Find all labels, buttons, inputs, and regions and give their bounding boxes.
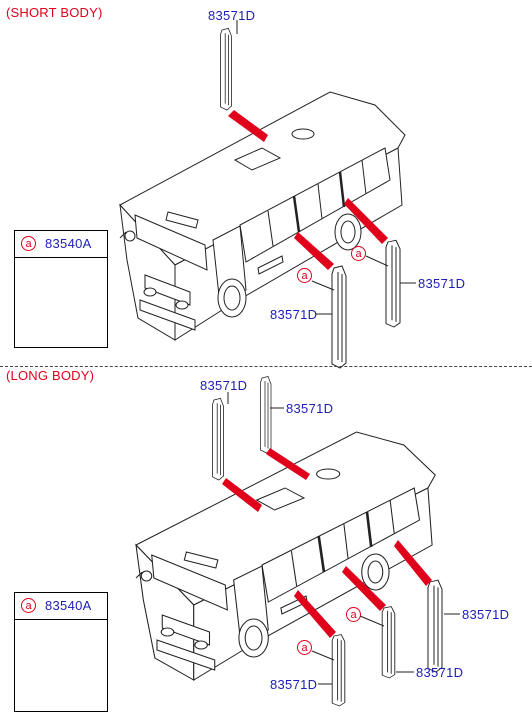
long-marker-left: a [297, 640, 312, 655]
short-marker-left: a [297, 268, 312, 283]
short-pillar-top [219, 27, 233, 111]
long-callout-2: 83571D [286, 401, 334, 416]
long-body-title: (LONG BODY) [6, 368, 95, 383]
long-pillar-5 [427, 579, 443, 673]
long-callout-3: 83571D [270, 677, 318, 692]
short-marker-right: a [351, 246, 366, 261]
short-legend-marker: a [21, 236, 36, 251]
long-legend-marker: a [21, 598, 36, 613]
long-pillar-1 [211, 397, 225, 481]
long-legend-part-no: 83540A [45, 598, 92, 613]
short-pillar-left [331, 265, 347, 369]
section-divider [0, 366, 532, 367]
long-marker-right: a [346, 607, 361, 622]
short-leader-top [228, 110, 268, 142]
long-callout-1: 83571D [200, 378, 248, 393]
long-callout-4: 83571D [416, 665, 464, 680]
short-pillar-right [385, 239, 401, 328]
short-leader-left [294, 232, 334, 270]
short-callout-top: 83571D [208, 8, 256, 23]
short-callout-right: 83571D [418, 276, 466, 291]
long-pillar-2 [260, 376, 272, 454]
long-leader-1 [222, 478, 262, 512]
short-legend-header: a 83540A [15, 231, 107, 258]
long-callout-5: 83571D [462, 607, 510, 622]
long-legend-header: a 83540A [15, 593, 107, 620]
long-leader-5 [394, 540, 432, 586]
short-leader-right [344, 198, 388, 244]
long-leader-4 [342, 566, 386, 611]
long-pillar-3 [331, 634, 346, 707]
long-pillar-4 [381, 606, 396, 679]
short-callout-left: 83571D [270, 307, 318, 322]
short-body-title: (SHORT BODY) [6, 5, 103, 20]
long-leader-3 [294, 590, 336, 638]
short-legend-part-no: 83540A [45, 236, 92, 251]
short-legend-box: a 83540A [14, 230, 108, 348]
long-legend-box: a 83540A [14, 592, 108, 712]
long-leader-2 [266, 448, 310, 480]
